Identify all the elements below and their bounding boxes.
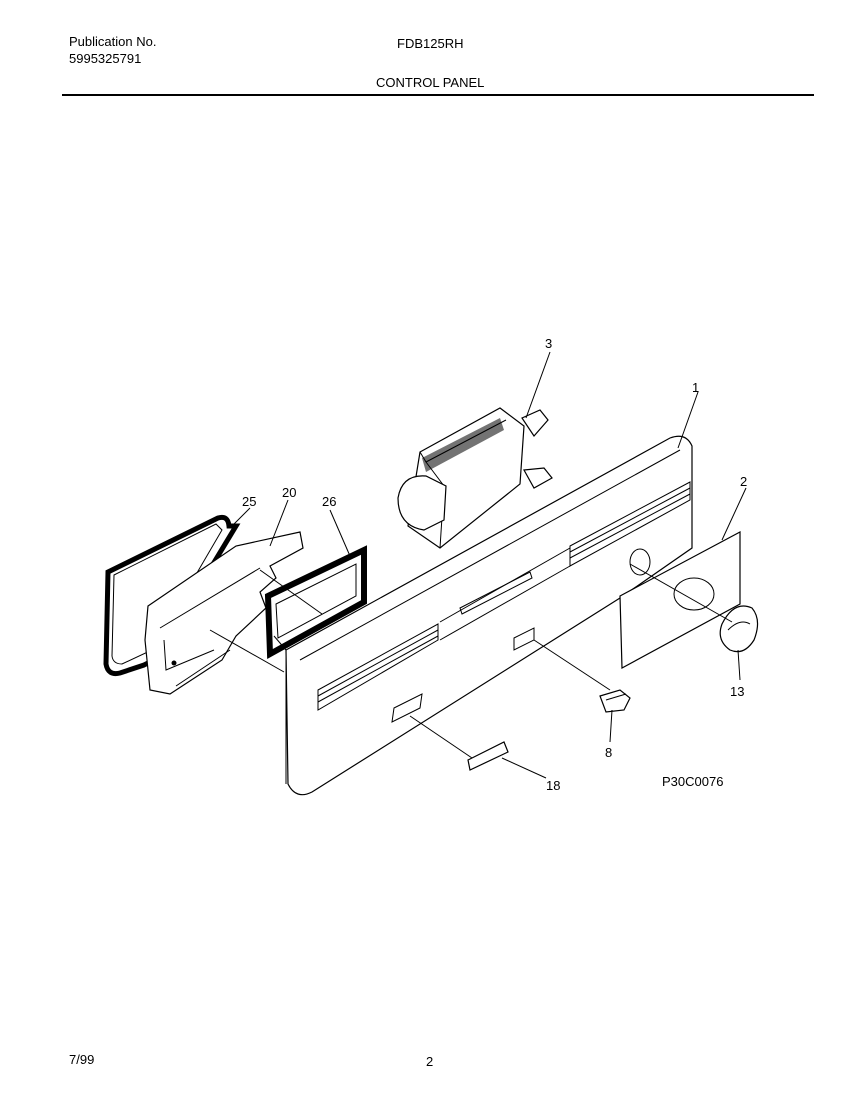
callout-25: 25 [242,494,256,509]
publication-label: Publication No. [69,34,157,49]
model-number: FDB125RH [397,36,464,51]
callout-26: 26 [322,494,336,509]
callout-1: 1 [692,380,699,395]
label-part-18 [467,741,509,771]
overlay-part-2 [619,531,741,669]
callout-2: 2 [740,474,747,489]
callout-3: 3 [545,336,552,351]
footer-date: 7/99 [69,1052,95,1067]
timer-part-3 [397,407,553,549]
callout-18: 18 [546,778,560,793]
section-title: CONTROL PANEL [376,75,485,90]
control-panel-part-1 [285,435,693,796]
callout-13: 13 [730,684,744,699]
window-part-26 [264,545,367,659]
drawing-code: P30C0076 [662,774,723,789]
header-rule [62,94,814,96]
leader-lines [209,351,747,779]
callout-8: 8 [605,745,612,760]
publication-number: 5995325791 [69,51,142,66]
callout-20: 20 [282,485,296,500]
switch-part-8 [599,689,631,713]
knob-part-13 [719,605,759,653]
page-number: 2 [426,1054,434,1069]
